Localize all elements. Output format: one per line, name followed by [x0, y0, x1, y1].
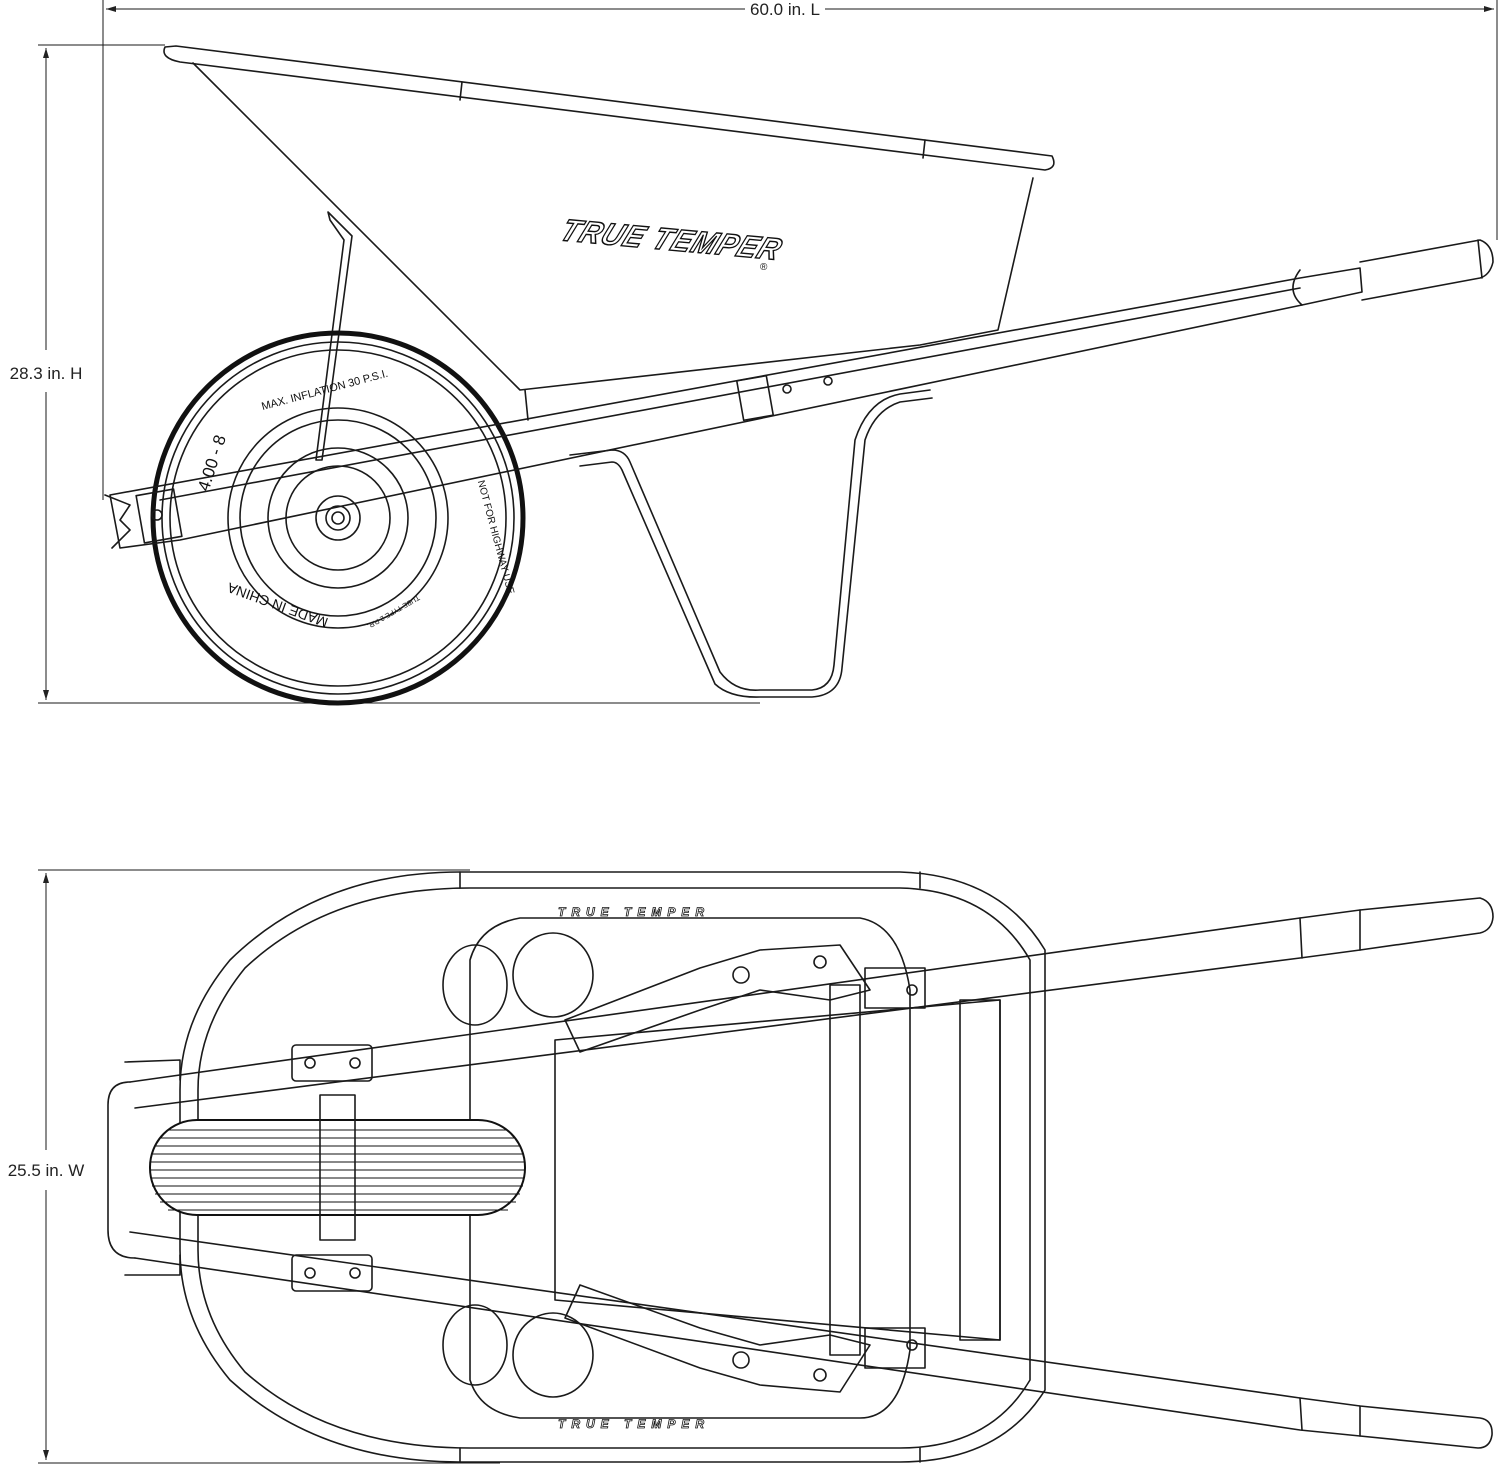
registered-mark: ®	[760, 262, 768, 273]
top-view: TRUE TEMPER TRUE TEMPER	[107, 871, 1494, 1463]
wheel-side: MAX. INFLATION 30 P.S.I. 4.00 - 8 NOT FO…	[150, 330, 526, 706]
brand-logo-top-lower: TRUE TEMPER	[558, 1417, 710, 1431]
side-view: TRUE TEMPER ® MAX. INFLATION 30 P.S.I. 4…	[104, 45, 1494, 706]
leg-side	[569, 389, 933, 698]
tire-origin: MADE IN CHINA	[225, 579, 331, 630]
height-label: 28.3 in. H	[10, 364, 83, 383]
wheel-top	[149, 1094, 526, 1241]
tray-side	[163, 45, 1055, 421]
tray-top	[179, 871, 1046, 1463]
brand-logo-top-upper: TRUE TEMPER	[558, 905, 710, 919]
frame-handle-side	[104, 239, 1494, 549]
brand-logo-text: TRUE TEMPER	[555, 213, 788, 267]
axle-brackets-top	[291, 1044, 373, 1292]
brace-strut	[315, 211, 353, 461]
handles-top	[107, 897, 1494, 1449]
brand-logo-side: TRUE TEMPER	[554, 212, 788, 267]
length-dimension: 60.0 in. L	[102, 0, 1498, 500]
tire-size: 4.00 - 8	[194, 433, 230, 494]
width-label: 25.5 in. W	[8, 1161, 85, 1180]
width-dimension: 25.5 in. W	[8, 869, 500, 1464]
length-label: 60.0 in. L	[750, 0, 820, 19]
height-dimension: 28.3 in. H	[10, 44, 760, 704]
frame-rails-top	[564, 944, 926, 1393]
tire-max-inflation: MAX. INFLATION 30 P.S.I.	[260, 368, 389, 413]
